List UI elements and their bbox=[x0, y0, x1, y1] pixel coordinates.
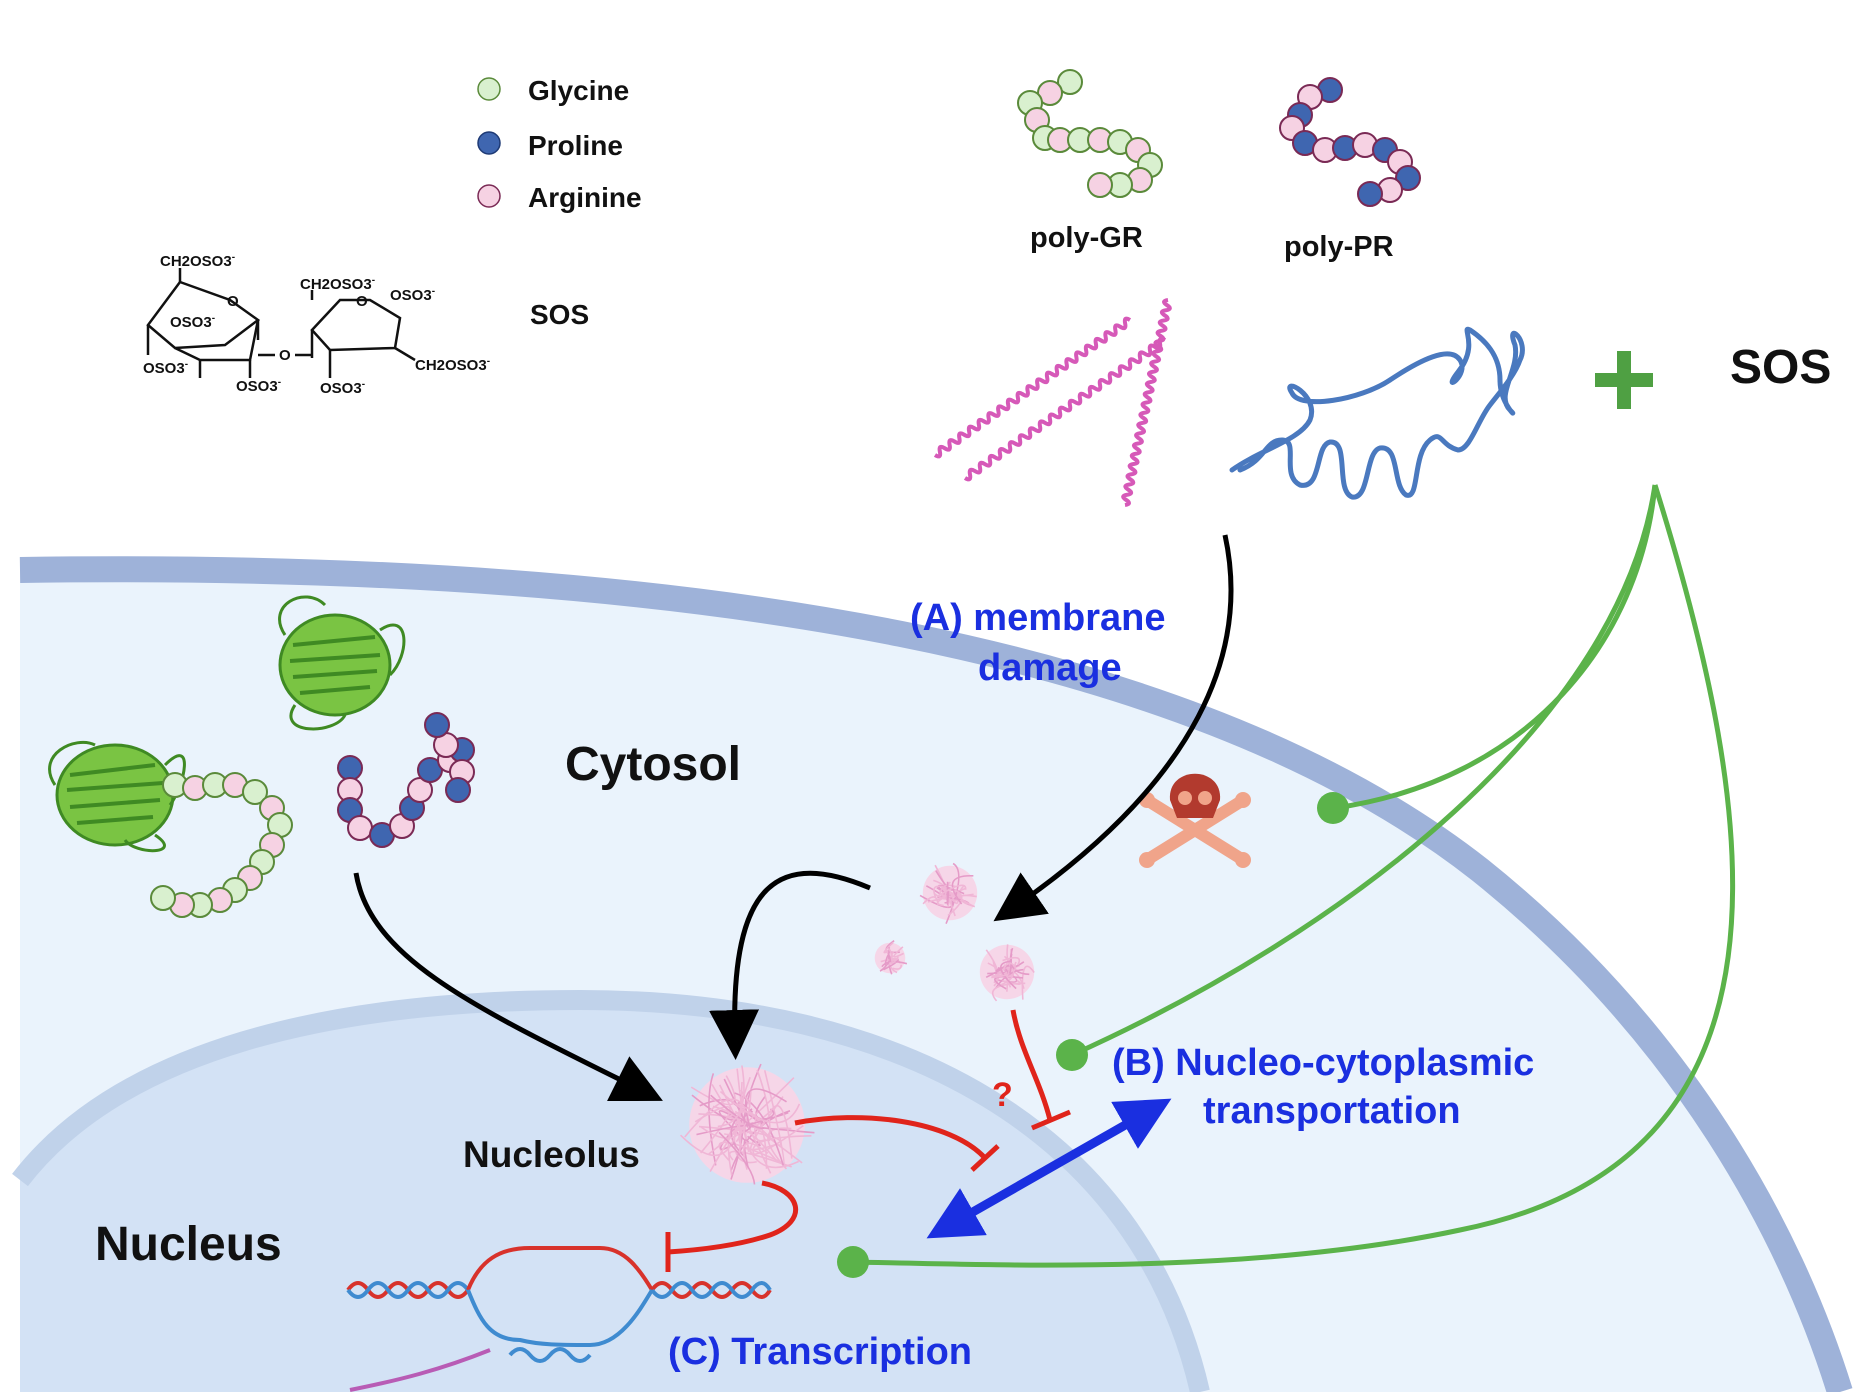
chem-label: OSO3- bbox=[170, 313, 215, 331]
sos-label: SOS bbox=[1730, 341, 1831, 394]
aggregate-blob bbox=[874, 940, 908, 975]
chem-label: CH2OSO3- bbox=[300, 275, 375, 293]
sos-structure-label: SOS bbox=[530, 299, 589, 330]
sos-target-dot bbox=[1056, 1039, 1088, 1071]
gfp-protein-icon bbox=[48, 740, 186, 853]
amino-acid-bead bbox=[424, 712, 450, 738]
chem-label: OSO3- bbox=[236, 377, 281, 395]
chem-label: CH2OSO3- bbox=[160, 252, 235, 270]
poly-pr-random-coil bbox=[1229, 326, 1525, 500]
poly-pr-label: poly-PR bbox=[1284, 231, 1394, 263]
poly-pr-bead-chain bbox=[1279, 77, 1421, 207]
mechanism-a-label-line1: (A) membrane bbox=[910, 597, 1166, 639]
amino-acid-bead bbox=[150, 885, 176, 911]
cytosol-label: Cytosol bbox=[565, 738, 741, 791]
mechanism-a-label-line2: damage bbox=[978, 647, 1122, 689]
nucleolus-label: Nucleolus bbox=[463, 1134, 640, 1175]
amino-acid-bead bbox=[1087, 172, 1113, 198]
aggregate-blob bbox=[919, 862, 978, 925]
skull-crossbones-icon bbox=[1139, 773, 1251, 868]
nucleus-label: Nucleus bbox=[95, 1218, 282, 1271]
chain-to-nucleolus-arrow bbox=[353, 872, 663, 1102]
sos-chemical-structure bbox=[146, 268, 416, 378]
gfp-protein-icon bbox=[278, 595, 406, 731]
poly-gr-bead-chain bbox=[150, 772, 293, 918]
chem-label: OSO3- bbox=[143, 359, 188, 377]
mechanism-b-label-line2: transportation bbox=[1203, 1090, 1461, 1132]
sos-target-dot bbox=[837, 1246, 869, 1278]
arginine-legend-bead bbox=[477, 184, 501, 208]
fibril-strand bbox=[933, 316, 1132, 459]
poly-gr-label: poly-GR bbox=[1030, 222, 1143, 254]
amino-acid-bead bbox=[1057, 69, 1083, 95]
chem-label: O bbox=[356, 293, 368, 310]
amino-acid-bead bbox=[337, 755, 363, 781]
uncertain-mark: ? bbox=[992, 1076, 1013, 1114]
poly-gr-bead-chain bbox=[1017, 69, 1163, 198]
legend-label-arginine: Arginine bbox=[528, 182, 642, 213]
pathway-arrows bbox=[353, 534, 1234, 1239]
chem-label: O bbox=[279, 347, 291, 364]
protein-aggregates bbox=[680, 862, 1035, 1185]
aggregate-blob bbox=[680, 1063, 815, 1185]
sos-chemical-labels: CH2OSO3- O OSO3- OSO3- OSO3- O CH2OSO3- … bbox=[143, 252, 490, 397]
fibril-strand bbox=[1121, 298, 1172, 507]
chem-label: OSO3- bbox=[320, 379, 365, 397]
mechanism-c-label: (C) Transcription bbox=[668, 1331, 972, 1373]
plasma-membrane bbox=[19, 556, 1853, 1392]
sos-effect-lines bbox=[852, 484, 1736, 1268]
legend-label-proline: Proline bbox=[528, 130, 623, 161]
amino-acid-bead bbox=[1395, 165, 1421, 191]
sos-target-dot bbox=[1317, 792, 1349, 824]
poly-pr-bead-chain bbox=[337, 712, 475, 848]
amino-acid-bead bbox=[347, 815, 373, 841]
chem-label: O bbox=[227, 293, 239, 310]
amino-acid-bead bbox=[445, 777, 471, 803]
inhibition-markers bbox=[665, 1009, 1071, 1272]
nucleus-region bbox=[20, 1000, 1200, 1392]
proline-legend-bead bbox=[477, 131, 501, 155]
membrane-damage-arrow bbox=[993, 534, 1234, 922]
poly-gr-fibrils bbox=[933, 298, 1172, 507]
amino-acid-bead bbox=[1357, 181, 1383, 207]
dna-transcription-icon bbox=[346, 1246, 772, 1392]
nucleo-cytoplasmic-arrow bbox=[926, 1098, 1172, 1239]
fibril-strand bbox=[963, 336, 1167, 482]
aggregate-to-nucleolus-arrow bbox=[709, 870, 871, 1060]
plus-icon bbox=[1595, 351, 1653, 409]
mechanism-b-label-line1: (B) Nucleo-cytoplasmic bbox=[1112, 1042, 1534, 1084]
aggregate-blob bbox=[979, 944, 1035, 1002]
chem-label: OSO3- bbox=[390, 286, 435, 304]
legend-label-glycine: Glycine bbox=[528, 75, 629, 106]
chem-label: CH2OSO3- bbox=[415, 356, 490, 374]
amino-acid-bead bbox=[242, 779, 268, 805]
glycine-legend-bead bbox=[477, 77, 501, 101]
cell bbox=[12, 556, 1853, 1392]
legend: Glycine Proline Arginine bbox=[477, 75, 642, 213]
